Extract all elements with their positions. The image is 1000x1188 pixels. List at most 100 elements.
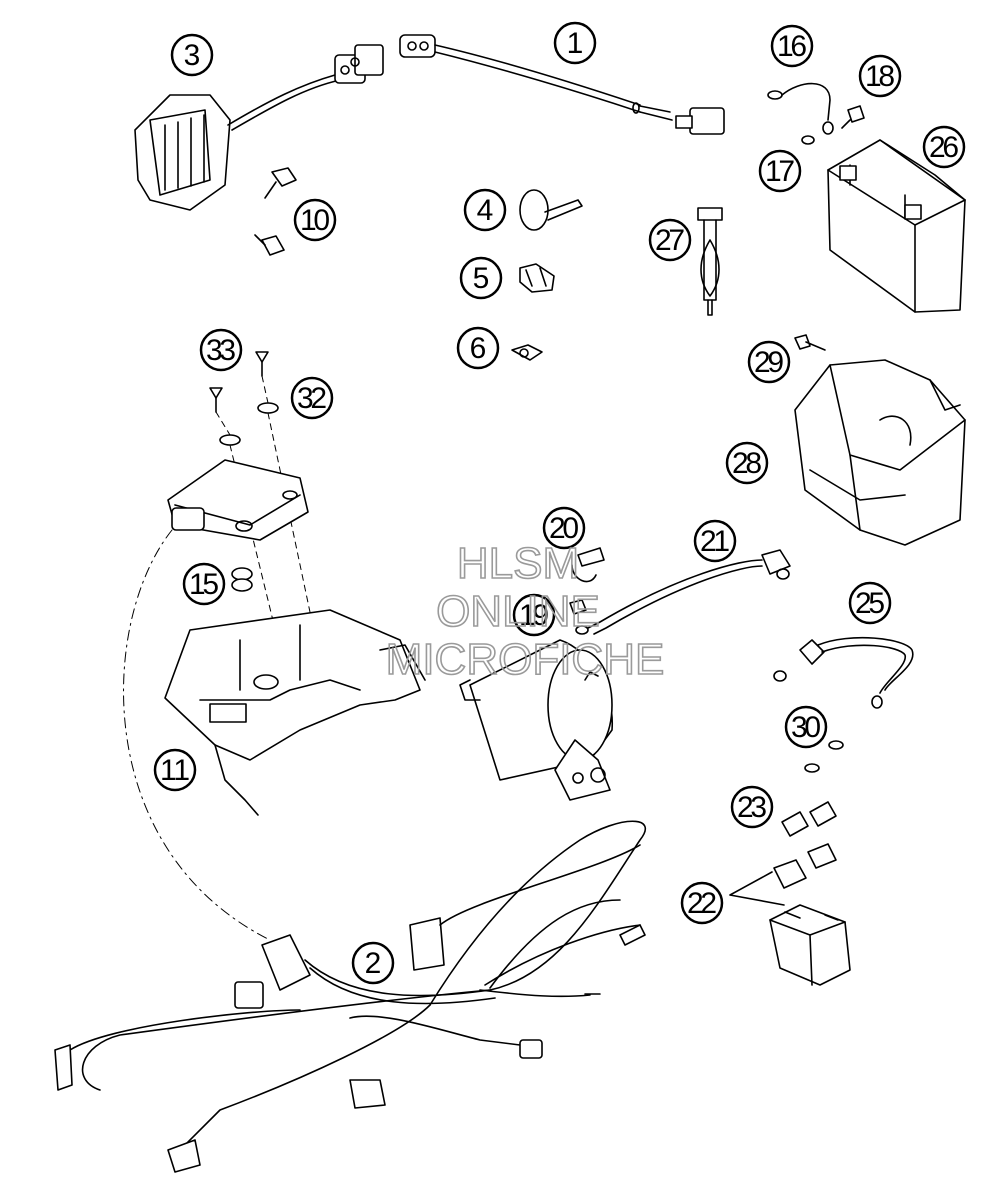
callout-circle bbox=[730, 785, 774, 829]
watermark: HLSM ONLINE MICROFICHE bbox=[385, 538, 665, 685]
callout-number: 28 bbox=[732, 447, 762, 480]
callout-number: 11 bbox=[160, 754, 190, 787]
callout-circle bbox=[858, 54, 902, 98]
callout-number: 27 bbox=[655, 224, 685, 257]
callout-6: 6 bbox=[456, 326, 500, 370]
callout-4: 4 bbox=[463, 188, 507, 232]
screw-part bbox=[841, 105, 865, 129]
callout-number: 18 bbox=[865, 60, 895, 93]
callout-23: 23 bbox=[730, 785, 774, 829]
callout-number: 10 bbox=[300, 204, 330, 237]
screw-part bbox=[794, 334, 826, 351]
watermark-line-3: MICROFICHE bbox=[386, 635, 665, 684]
callout-number: 30 bbox=[791, 711, 821, 744]
callout-circle bbox=[693, 519, 737, 563]
callout-number: 33 bbox=[206, 334, 236, 367]
callout-circle bbox=[351, 941, 395, 985]
battery-part bbox=[827, 139, 966, 313]
screw-part bbox=[254, 167, 297, 256]
starter-motor-part bbox=[459, 639, 613, 801]
callout-circle bbox=[199, 328, 243, 372]
cable-part bbox=[399, 34, 725, 135]
callout-10: 10 bbox=[293, 198, 337, 242]
callout-circle bbox=[170, 33, 214, 77]
callout-30: 30 bbox=[784, 705, 828, 749]
callout-33: 33 bbox=[199, 328, 243, 372]
sleeve-part bbox=[571, 547, 605, 583]
callout-32: 32 bbox=[290, 376, 334, 420]
callout-circle bbox=[512, 593, 556, 637]
callout-circle bbox=[784, 705, 828, 749]
callout-number: 4 bbox=[477, 194, 494, 227]
screw-part bbox=[209, 351, 269, 413]
control-unit-part bbox=[167, 459, 309, 541]
washer-part bbox=[801, 135, 815, 145]
callout-number: 6 bbox=[470, 332, 487, 365]
callout-19: 19 bbox=[512, 593, 556, 637]
cable-tie-part bbox=[519, 189, 583, 231]
watermark-line-1: HLSM bbox=[457, 539, 579, 588]
callout-circle bbox=[770, 24, 814, 68]
callout-number: 15 bbox=[189, 568, 219, 601]
callout-circle bbox=[182, 562, 226, 606]
callout-circle bbox=[293, 198, 337, 242]
connection-line bbox=[123, 529, 271, 941]
callout-number: 32 bbox=[297, 382, 327, 415]
callout-number: 19 bbox=[519, 599, 549, 632]
callout-11: 11 bbox=[153, 748, 197, 792]
callout-22: 22 bbox=[680, 881, 724, 925]
callout-15: 15 bbox=[182, 562, 226, 606]
callout-2: 2 bbox=[351, 941, 395, 985]
callout-1: 1 bbox=[553, 21, 597, 65]
callout-number: 5 bbox=[473, 262, 490, 295]
callout-circle bbox=[680, 881, 724, 925]
watermark-line-2: ONLINE bbox=[436, 587, 600, 636]
clamp-part bbox=[511, 344, 543, 361]
callout-number: 26 bbox=[929, 131, 959, 164]
callout-number: 1 bbox=[567, 27, 584, 60]
washer-part bbox=[257, 402, 279, 414]
callout-26: 26 bbox=[922, 125, 966, 169]
guide-line bbox=[215, 375, 319, 691]
callout-circle bbox=[459, 256, 503, 300]
wiring-harness-part bbox=[54, 820, 647, 1173]
callout-number: 20 bbox=[549, 512, 579, 545]
nut-part bbox=[569, 599, 587, 615]
callout-circle bbox=[542, 506, 586, 550]
callout-27: 27 bbox=[648, 218, 692, 262]
callout-circle bbox=[153, 748, 197, 792]
callout-20: 20 bbox=[542, 506, 586, 550]
callout-number: 2 bbox=[365, 947, 382, 980]
callout-circle bbox=[648, 218, 692, 262]
callout-18: 18 bbox=[858, 54, 902, 98]
callout-17: 17 bbox=[758, 149, 802, 193]
callout-number: 25 bbox=[855, 587, 885, 620]
relay-part bbox=[729, 843, 851, 986]
callout-circle bbox=[758, 149, 802, 193]
battery-cable-part bbox=[773, 636, 914, 709]
fuse-part bbox=[781, 801, 837, 837]
callout-circle bbox=[848, 581, 892, 625]
callout-circle bbox=[456, 326, 500, 370]
callout-number: 16 bbox=[777, 30, 807, 63]
callout-number: 3 bbox=[184, 39, 201, 72]
callout-circle bbox=[922, 125, 966, 169]
callout-number: 22 bbox=[687, 887, 717, 920]
washer-part bbox=[219, 434, 241, 446]
grommet-part bbox=[231, 567, 253, 592]
callout-3: 3 bbox=[170, 33, 214, 77]
callout-number: 21 bbox=[700, 525, 730, 558]
callout-number: 17 bbox=[765, 155, 795, 188]
plug-part bbox=[804, 740, 844, 773]
callout-28: 28 bbox=[725, 441, 769, 485]
battery-tray-part bbox=[794, 359, 966, 546]
callout-25: 25 bbox=[848, 581, 892, 625]
callout-29: 29 bbox=[747, 340, 791, 384]
callout-16: 16 bbox=[770, 24, 814, 68]
fuse-puller-part bbox=[697, 207, 723, 316]
callout-circle bbox=[553, 21, 597, 65]
callout-21: 21 bbox=[693, 519, 737, 563]
callout-circle bbox=[290, 376, 334, 420]
starter-cable-part bbox=[575, 549, 791, 635]
